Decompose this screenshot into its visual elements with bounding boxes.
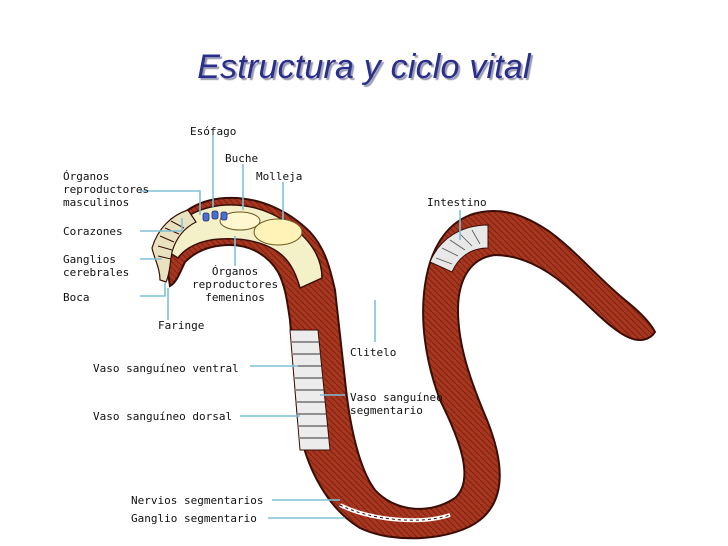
intestine-section: [429, 224, 489, 273]
segment-lines: [292, 341, 329, 439]
label-vaso-segmentario: Vaso sanguíneo segmentario: [350, 391, 443, 417]
label-corazones: Corazones: [63, 225, 123, 238]
label-vaso-dorsal: Vaso sanguíneo dorsal: [93, 410, 233, 423]
label-buche: Buche: [225, 152, 259, 165]
gizzard: [253, 218, 303, 246]
label-organos-masculinos: Órganos reproductores masculinos: [63, 170, 150, 209]
intestine-cells: [435, 229, 481, 265]
label-nervios-segmentarios: Nervios segmentarios: [131, 494, 264, 507]
label-ganglio-segmentario: Ganglio segmentario: [131, 512, 257, 525]
label-boca: Boca: [63, 291, 90, 304]
label-vaso-ventral: Vaso sanguíneo ventral: [93, 362, 239, 375]
label-esofago: Esófago: [190, 125, 237, 138]
label-faringe: Faringe: [158, 319, 205, 332]
label-intestino: Intestino: [427, 196, 487, 209]
hearts: [202, 210, 228, 222]
label-organos-femeninos: Órganos reproductores femeninos: [192, 265, 279, 304]
slide-title: Estructura y ciclo vital: [197, 48, 531, 86]
worm-body: [161, 196, 657, 540]
pointer-lines: [140, 135, 461, 519]
label-ganglios-cerebrales: Ganglios cerebrales: [63, 253, 130, 279]
pharynx: [151, 209, 197, 283]
nerve-cord-outline: [339, 504, 451, 521]
crop: [219, 211, 261, 231]
label-clitelo: Clitelo: [350, 346, 397, 359]
label-molleja: Molleja: [256, 170, 303, 183]
